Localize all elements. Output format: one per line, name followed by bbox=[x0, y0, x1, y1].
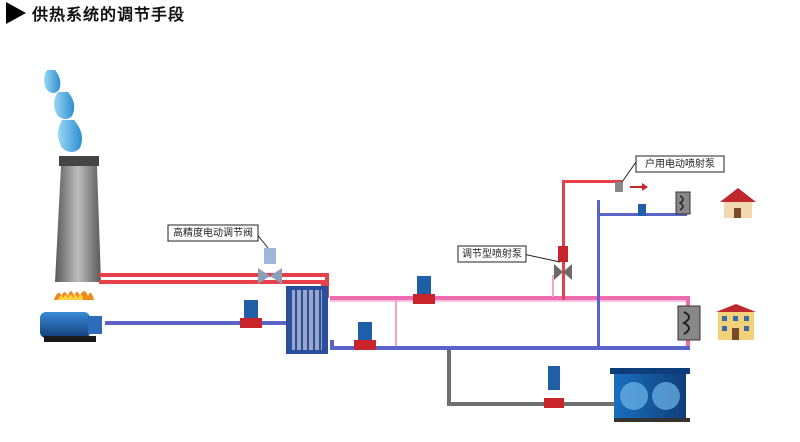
ejector-callout: 调节型喷射泵 bbox=[462, 247, 522, 260]
radiator-icon bbox=[675, 191, 691, 215]
chimney-icon bbox=[55, 156, 101, 282]
boiler-pump-icon bbox=[40, 312, 102, 342]
household-callout-leader bbox=[621, 161, 637, 183]
heat-meter-icon bbox=[615, 182, 648, 216]
makeup-water-pipe bbox=[447, 350, 617, 406]
return-pipe bbox=[105, 321, 690, 350]
circulation-pump-icon bbox=[240, 300, 262, 328]
valve-callout: 高精度电动调节阀 bbox=[173, 226, 253, 239]
household-callout: 户用电动喷射泵 bbox=[645, 157, 715, 170]
ejector-callout-box bbox=[457, 245, 527, 263]
water-tank-icon bbox=[610, 368, 690, 422]
title-bar: 供热系统的调节手段 bbox=[0, 0, 185, 26]
ejector-pump-icon bbox=[554, 246, 572, 280]
title-arrow-icon bbox=[6, 2, 26, 24]
apartment-building-icon bbox=[716, 304, 756, 340]
circulation-pump-icon bbox=[544, 366, 564, 408]
steam-cloud-icon bbox=[44, 70, 82, 152]
page-title: 供热系统的调节手段 bbox=[32, 5, 186, 24]
circulation-pump-icon bbox=[354, 322, 376, 350]
secondary-supply-pipe bbox=[330, 296, 690, 346]
electric-valve-icon bbox=[258, 248, 282, 284]
flame-icon bbox=[54, 291, 94, 300]
household-callout-box bbox=[635, 155, 725, 173]
circulation-pump-icon bbox=[413, 276, 435, 304]
plate-heat-exchanger-icon bbox=[286, 286, 328, 354]
house-icon bbox=[720, 188, 756, 218]
radiator-icon bbox=[677, 305, 701, 341]
valve-callout-box bbox=[167, 224, 259, 242]
ejector-callout-leader bbox=[522, 253, 561, 263]
